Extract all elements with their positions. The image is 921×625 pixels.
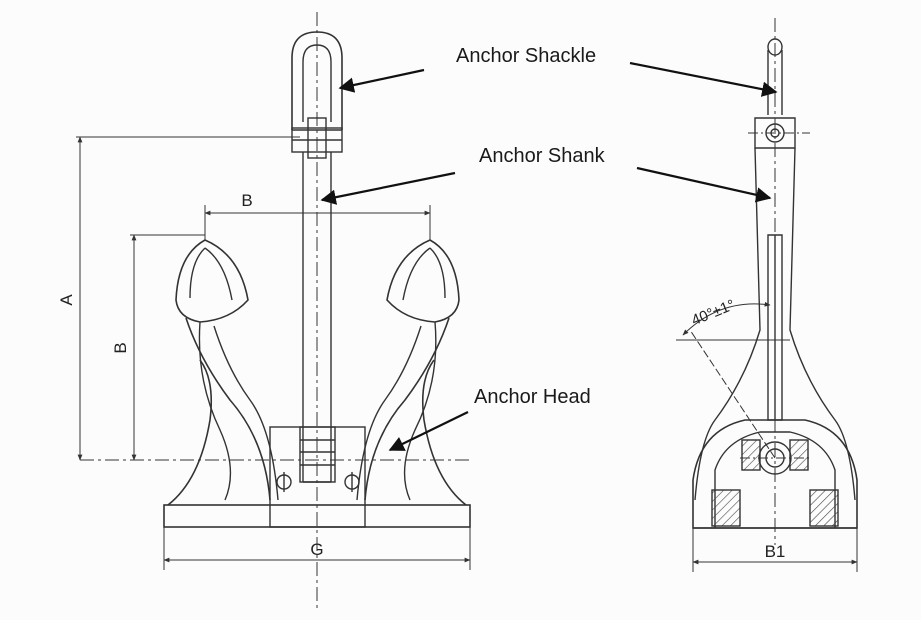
shackle-pointer-side <box>629 61 778 97</box>
side-dimensions <box>692 528 858 572</box>
front-dimensions <box>76 136 471 570</box>
shackle-pointer-front <box>338 68 425 93</box>
callout-arrows <box>320 61 778 451</box>
dim-angle-label: 40°±1° <box>689 296 737 329</box>
side-view <box>676 18 858 545</box>
head-pointer <box>388 411 469 451</box>
dim-g-label: G <box>310 540 323 559</box>
dim-b-top-label: B <box>241 191 252 210</box>
shank-pointer-front <box>320 171 456 205</box>
anchor-shackle-label: Anchor Shackle <box>456 45 597 67</box>
dim-a-label: A <box>57 294 76 306</box>
anchor-head-label: Anchor Head <box>474 386 591 408</box>
anchor-shank-label: Anchor Shank <box>479 145 605 167</box>
dim-b1-label: B1 <box>765 542 786 561</box>
shank-pointer-side <box>636 166 772 203</box>
front-view <box>80 12 471 610</box>
dim-b-side-label: B <box>111 342 130 353</box>
